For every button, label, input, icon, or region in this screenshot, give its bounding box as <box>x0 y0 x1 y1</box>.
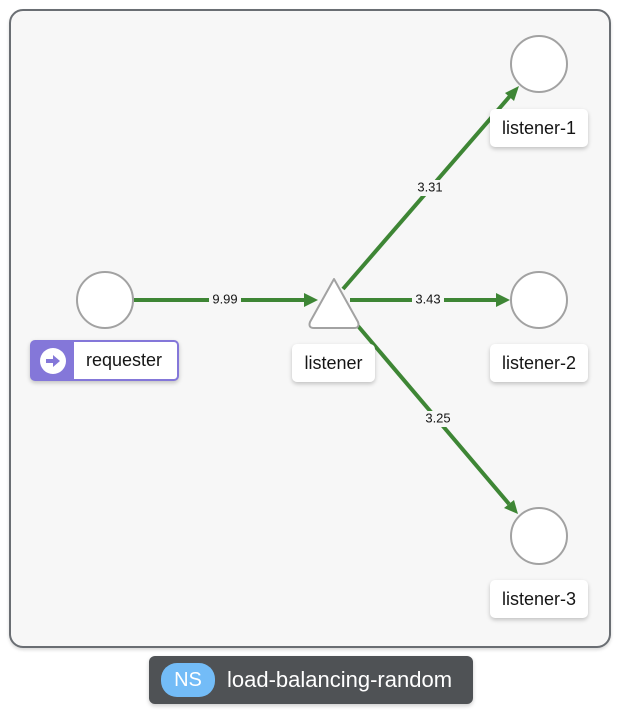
edge-label: 9.99 <box>212 291 237 306</box>
arrow-right-circle-icon <box>40 347 66 374</box>
node-listener-3[interactable] <box>510 507 568 565</box>
edge-listener-listener1[interactable]: 3.31 <box>341 86 519 291</box>
edge-listener-listener3[interactable]: 3.25 <box>356 324 518 514</box>
listener-label[interactable]: listener <box>292 344 375 382</box>
edge-label: 3.43 <box>415 291 440 306</box>
node-requester[interactable] <box>76 271 134 329</box>
edge-label: 3.25 <box>425 410 450 425</box>
requester-icon-box <box>32 342 74 379</box>
edge-listener-listener2[interactable]: 3.43 <box>350 291 510 308</box>
listener-2-label[interactable]: listener-2 <box>490 344 588 382</box>
namespace-type-pill: NS <box>161 663 215 697</box>
listener-3-label[interactable]: listener-3 <box>490 580 588 618</box>
namespace-name: load-balancing-random <box>227 667 453 692</box>
node-listener-2[interactable] <box>510 271 568 329</box>
requester-label[interactable]: requester <box>30 340 179 381</box>
listener-1-label[interactable]: listener-1 <box>490 109 588 147</box>
edge-label: 3.31 <box>417 179 442 194</box>
edge-requester-listener[interactable]: 9.99 <box>134 291 318 308</box>
node-listener-1[interactable] <box>510 35 568 93</box>
node-listener[interactable] <box>308 278 360 329</box>
requester-label-text: requester <box>86 350 163 370</box>
namespace-badge[interactable]: NS load-balancing-random <box>149 656 473 704</box>
